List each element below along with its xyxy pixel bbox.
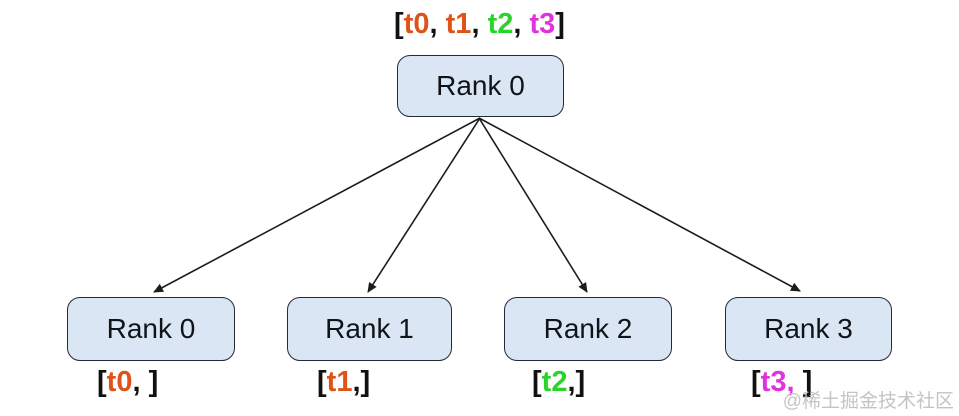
node-child-rank2: Rank 2 [504, 297, 672, 361]
node-child-rank3: Rank 3 [725, 297, 892, 361]
rank1-token-list-label: [t1,] [317, 366, 370, 399]
edge-root-to-rank3 [478, 117, 801, 292]
rank3-token-list-label: [t3, ] [751, 366, 812, 399]
node-child-rank0: Rank 0 [67, 297, 235, 361]
token-t0: t0 [403, 8, 430, 40]
bracket-token: ,] [352, 366, 371, 398]
bracket-token: [ [317, 366, 327, 398]
bracket-token: [ [532, 366, 542, 398]
token-t1: t1 [326, 366, 353, 398]
token-t3: t3 [529, 8, 556, 40]
edge-root-to-rank0 [153, 117, 481, 293]
bracket-token: ] [794, 366, 813, 398]
bracket-token: , ] [132, 366, 159, 398]
rank2-token-list-label: [t2,] [532, 366, 585, 399]
comma-token: , [513, 8, 530, 40]
node-child-rank1: Rank 1 [287, 297, 452, 361]
watermark: @稀土掘金技术社区 [782, 391, 954, 412]
token-t2: t2 [487, 8, 514, 40]
root-token-list-label: [t0, t1, t2, t3] [0, 8, 959, 41]
node-label: Rank 0 [436, 70, 525, 101]
bracket-token: [ [97, 366, 107, 398]
bracket-token: [ [394, 8, 404, 40]
rank0-token-list-label: [t0, ] [97, 366, 158, 399]
token-t0: t0 [106, 366, 133, 398]
node-label: Rank 2 [543, 313, 633, 344]
bracket-token: ,] [567, 366, 586, 398]
bracket-token: [ [751, 366, 761, 398]
edge-root-to-rank2 [478, 117, 588, 293]
bracket-token: ] [555, 8, 565, 40]
edge-root-to-rank1 [367, 117, 481, 293]
comma-token: , [471, 8, 488, 40]
token-t2: t2 [541, 366, 568, 398]
node-label: Rank 0 [106, 313, 196, 344]
node-root-rank0: Rank 0 [397, 55, 564, 117]
token-t1: t1 [445, 8, 472, 40]
node-label: Rank 1 [325, 313, 414, 344]
comma-token: , [429, 8, 446, 40]
token-t3: t3, [760, 366, 795, 398]
node-label: Rank 3 [764, 313, 853, 344]
